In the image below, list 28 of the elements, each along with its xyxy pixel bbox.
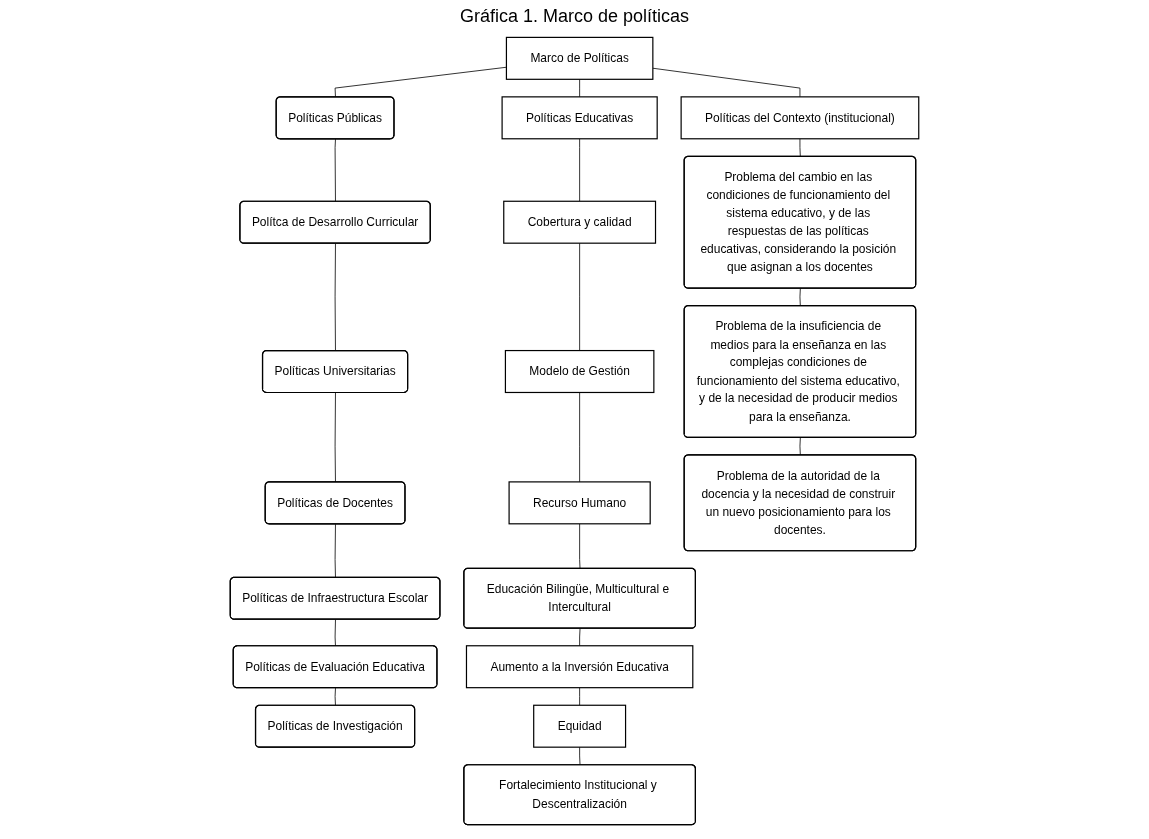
connector <box>579 392 581 483</box>
connector <box>799 138 801 158</box>
connector <box>334 523 336 579</box>
node-box: Aumento a la Inversión Educativa <box>465 645 694 689</box>
connector <box>579 523 581 570</box>
connector <box>799 437 801 456</box>
connector <box>579 687 581 706</box>
connector <box>334 392 336 483</box>
node-box: Políticas del Contexto (institucional) <box>680 96 920 140</box>
connector <box>334 243 336 352</box>
node-box: Marco de Políticas <box>505 36 654 80</box>
diagram-title: Gráfica 1. Marco de políticas <box>458 6 691 27</box>
connector <box>334 619 336 647</box>
node-box: Recurso Humano <box>508 481 651 525</box>
connector <box>799 288 801 307</box>
node-box: Cobertura y calidad <box>503 200 657 244</box>
connector <box>652 67 801 98</box>
connector <box>579 78 581 98</box>
connector <box>579 746 581 766</box>
node-box: Modelo de Gestión <box>504 349 655 394</box>
connector <box>579 138 581 202</box>
connector <box>579 628 581 647</box>
connector <box>579 242 581 351</box>
connector <box>334 687 336 707</box>
connector <box>334 66 507 98</box>
node-box: Políticas Educativas <box>501 96 658 140</box>
connector <box>334 138 336 203</box>
node-box: Equidad <box>533 704 627 748</box>
